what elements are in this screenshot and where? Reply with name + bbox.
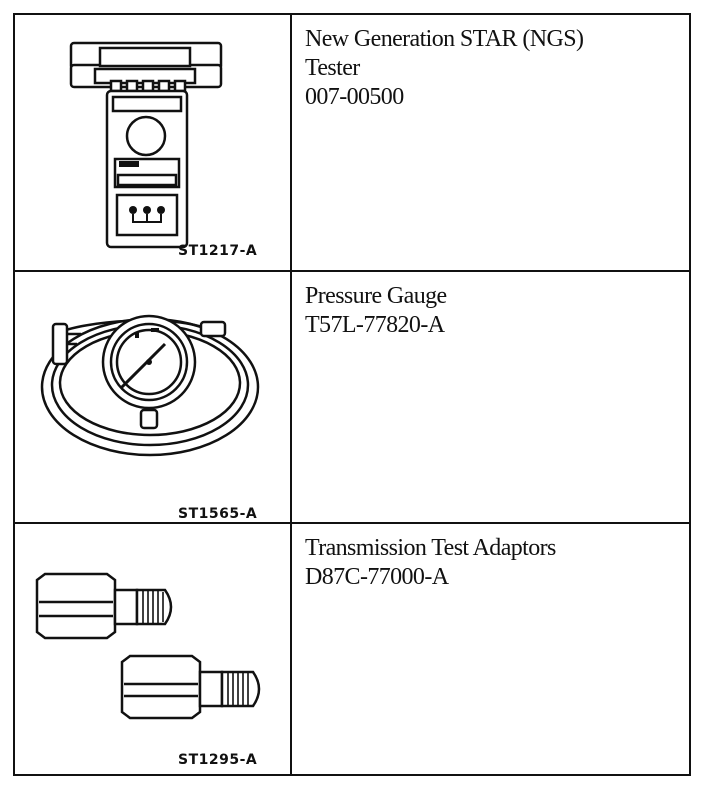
figure-cell: ST1217-A	[15, 15, 290, 270]
table-row: ST1565-A Pressure Gauge T57L-77820-A	[15, 272, 689, 522]
tool-part-number: D87C-77000-A	[305, 564, 449, 590]
figure-cell: ST1565-A	[15, 272, 290, 522]
ngs-tester-illustration	[69, 41, 223, 249]
tool-description: New Generation STAR (NGS) Tester 007-005…	[305, 25, 679, 112]
figure-code: ST1217-A	[178, 243, 258, 259]
pressure-gauge-illustration	[40, 314, 260, 457]
column-divider	[290, 15, 292, 774]
tool-name-line-2: Tester	[305, 55, 360, 81]
tool-part-number: 007-00500	[305, 84, 404, 110]
tool-name-line-1: Transmission Test Adaptors	[305, 535, 556, 561]
test-adaptors-illustration	[35, 572, 261, 720]
row-divider	[15, 522, 689, 524]
tool-description: Transmission Test Adaptors D87C-77000-A	[305, 534, 679, 592]
figure-code: ST1295-A	[178, 752, 258, 768]
tool-part-number: T57L-77820-A	[305, 312, 445, 338]
table-row: ST1295-A Transmission Test Adaptors D87C…	[15, 524, 689, 774]
figure-cell: ST1295-A	[15, 524, 290, 774]
table-row: ST1217-A New Generation STAR (NGS) Teste…	[15, 15, 689, 270]
tool-name-line-1: New Generation STAR (NGS)	[305, 26, 584, 52]
tool-name-line-1: Pressure Gauge	[305, 283, 447, 309]
row-divider	[15, 270, 689, 272]
figure-code: ST1565-A	[178, 506, 258, 522]
special-tools-table: ST1217-A New Generation STAR (NGS) Teste…	[13, 13, 691, 776]
tool-description: Pressure Gauge T57L-77820-A	[305, 282, 679, 340]
